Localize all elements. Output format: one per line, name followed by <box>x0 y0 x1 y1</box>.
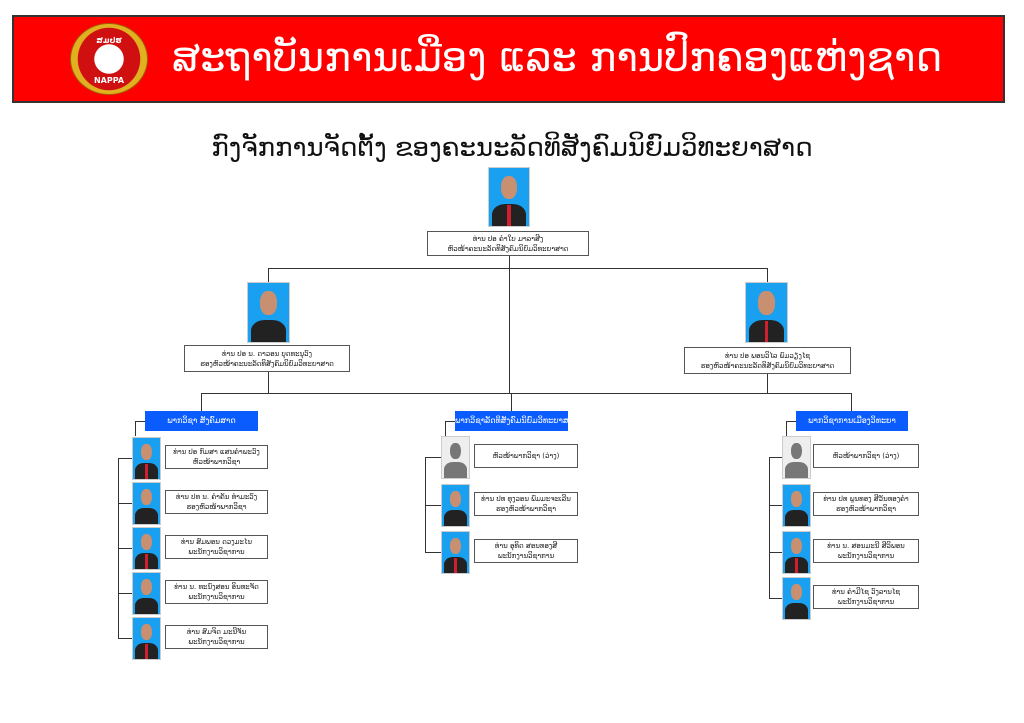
head-photo <box>488 167 530 227</box>
connector <box>135 421 136 436</box>
member-photo <box>782 484 811 527</box>
member-card: ທ່ານ ສົມພອນ ດວງມະໄນພະນັກງານວິຊາການ <box>165 535 268 559</box>
connector <box>201 393 202 411</box>
deputy-photo <box>247 282 290 343</box>
member-photo <box>782 531 811 574</box>
person-role: ຮອງຫົວໜ້າພາກວິຊາ <box>836 505 896 513</box>
connector <box>769 598 782 599</box>
connector <box>268 268 269 282</box>
member-card: ທ່ານ ນ. ສອນມະນີ ສີວິພອນພະນັກງານວິຊາການ <box>813 539 919 563</box>
person-role: ພະນັກງານວິຊາການ <box>188 593 245 601</box>
connector <box>767 268 768 282</box>
person-role: ພະນັກງານວິຊາການ <box>188 548 245 556</box>
person-role: ພະນັກງານວິຊາການ <box>497 552 555 560</box>
placeholder-avatar-icon <box>441 436 470 479</box>
connector <box>511 393 512 411</box>
deputy-photo <box>745 282 788 343</box>
deputy-card: ທ່ານ ປອ ນ. ດາວອນ ບຸດທະນຸວົງ ຮອງຫົວໜ້າຄະນ… <box>184 345 350 372</box>
department-header: ພາກວິຊາລັດທິສັງຄົມນິຍົມວິທະຍາສາດ <box>455 411 568 431</box>
connector <box>118 548 132 549</box>
member-card: ທ່ານ ນ. ທະນົງສອນ ອິນທະຈັດພະນັກງານວິຊາການ <box>165 580 268 604</box>
connector <box>118 458 132 459</box>
connector <box>425 457 426 552</box>
connector <box>769 457 770 598</box>
deputy-card: ທ່ານ ປອ ພອນວິໄລ ພົມວຽງໄຊ ຮອງຫົວໜ້າຄະນະລັ… <box>684 347 851 374</box>
member-card: ຫົວໜ້າພາກວິຊາ (ວ່າງ) <box>474 444 578 468</box>
logo-text-bottom: NAPPA <box>93 76 125 85</box>
person-name: ທ່ານ ສົມຈິດ ມະນີຈັນ <box>186 628 247 636</box>
logo-text-top: ສມປຮ <box>96 36 122 45</box>
member-card: ຫົວໜ້າພາກວິຊາ (ວ່າງ) <box>813 444 919 468</box>
placeholder-avatar-icon <box>782 436 811 479</box>
member-photo <box>782 577 811 620</box>
connector <box>201 393 852 394</box>
connector <box>268 268 768 269</box>
person-name: ທ່ານ ປທ ທຸງວອນ ພົມມະຈະເລີນ <box>481 495 571 503</box>
head-card: ທ່ານ ປອ ຄຳໃບ ມາລາສີງ ຫົວໜ້າຄະນະລັດທິສັງຄ… <box>427 231 589 256</box>
member-photo <box>132 437 161 480</box>
member-photo <box>441 531 470 574</box>
connector <box>425 552 441 553</box>
connector <box>786 421 787 436</box>
person-role: ພະນັກງານວິຊາການ <box>837 552 895 560</box>
person-role: ຮອງຫົວໜ້າຄະນະລັດທິສັງຄົມນິຍົມວິທະຍາສາດ <box>200 359 334 368</box>
header-banner: ສມປຮ NAPPA ສະຖາບັນການເມືອງ ແລະ ການປົກຄອງ… <box>12 15 1005 103</box>
person-role: ຫົວໜ້າຄະນະລັດທິສັງຄົມນິຍົມວິທະຍາສາດ <box>447 244 569 253</box>
person-role: ຮອງຫົວໜ້າຄະນະລັດທິສັງຄົມນິຍົມວິທະຍາສາດ <box>700 361 835 370</box>
nappa-logo: ສມປຮ NAPPA <box>70 23 148 95</box>
person-role: ຮອງຫົວໜ້າພາກວິຊາ <box>496 505 556 513</box>
member-card: ທ່ານ ສົມຈິດ ມະນີຈັນພະນັກງານວິຊາການ <box>165 625 268 649</box>
connector <box>509 256 510 393</box>
connector <box>268 372 269 393</box>
connector <box>769 552 782 553</box>
member-card: ທ່ານ ປອ ກົມສາ ແສນຄຳພະວົງຫົວໜ້າພາກວິຊາ <box>165 445 268 469</box>
person-role: ຫົວໜ້າພາກວິຊາ (ວ່າງ) <box>832 452 900 460</box>
person-role: ຫົວໜ້າພາກວິຊາ <box>192 458 241 466</box>
member-card: ທ່ານ ປທ ນ. ຄຳຄັນ ທຳມະວົງຮອງຫົວໜ້າພາກວິຊາ <box>165 490 268 514</box>
department-header: ພາກວິຊາ ສັງຄົມສາດ <box>145 411 258 431</box>
department-header: ພາກວິຊາການເມືອງວິທະຍາ <box>796 411 908 431</box>
person-name: ທ່ານ ນ. ສອນມະນີ ສີວິພອນ <box>827 542 905 550</box>
connector <box>767 374 768 393</box>
connector <box>118 638 132 639</box>
member-card: ທ່ານ ປທ ພູນທອງ ສີວັນທອງຄຳຮອງຫົວໜ້າພາກວິຊ… <box>813 492 919 516</box>
person-name: ທ່ານ ອຸທິດ ສອນທອງສີ <box>494 542 558 550</box>
person-role: ພະນັກງານວິຊາການ <box>188 638 245 646</box>
person-name: ທ່ານ ປອ ຄຳໃບ ມາລາສີງ <box>472 234 544 243</box>
person-name: ທ່ານ ຄຳມີໄຊ ວົງລານໄຊ <box>831 588 901 596</box>
member-photo <box>132 527 161 570</box>
institute-title: ສະຖາບັນການເມືອງ ແລະ ການປົກຄອງແຫ່ງຊາດ <box>172 35 943 81</box>
connector <box>445 421 446 436</box>
person-name: ທ່ານ ນ. ທະນົງສອນ ອິນທະຈັດ <box>174 583 259 591</box>
connector <box>769 505 782 506</box>
connector <box>786 421 796 422</box>
connector <box>769 457 782 458</box>
member-photo <box>132 572 161 615</box>
member-card: ທ່ານ ອຸທິດ ສອນທອງສີພະນັກງານວິຊາການ <box>474 539 578 563</box>
member-card: ທ່ານ ຄຳມີໄຊ ວົງລານໄຊພະນັກງານວິຊາການ <box>813 585 919 609</box>
member-photo <box>132 617 161 660</box>
person-name: ທ່ານ ປທ ພູນທອງ ສີວັນທອງຄຳ <box>823 495 909 503</box>
member-photo <box>132 482 161 525</box>
connector <box>425 505 441 506</box>
person-name: ທ່ານ ປອ ກົມສາ ແສນຄຳພະວົງ <box>173 448 260 456</box>
person-role: ຫົວໜ້າພາກວິຊາ (ວ່າງ) <box>492 452 560 460</box>
connector <box>118 503 132 504</box>
person-name: ທ່ານ ປທ ນ. ຄຳຄັນ ທຳມະວົງ <box>175 493 258 501</box>
connector <box>445 421 455 422</box>
chart-title: ກົງຈັກການຈັດຕັ້ງ ຂອງຄະນະລັດທິສັງຄົມນິຍົມ… <box>211 133 813 163</box>
person-name: ທ່ານ ສົມພອນ ດວງມະໄນ <box>181 538 252 546</box>
member-card: ທ່ານ ປທ ທຸງວອນ ພົມມະຈະເລີນຮອງຫົວໜ້າພາກວິ… <box>474 492 578 516</box>
person-role: ພະນັກງານວິຊາການ <box>837 598 895 606</box>
connector <box>425 457 441 458</box>
connector <box>118 593 132 594</box>
person-role: ຮອງຫົວໜ້າພາກວິຊາ <box>186 503 247 511</box>
person-name: ທ່ານ ປອ ພອນວິໄລ ພົມວຽງໄຊ <box>724 351 811 360</box>
connector <box>135 421 145 422</box>
connector <box>851 393 852 411</box>
member-photo <box>441 484 470 527</box>
person-name: ທ່ານ ປອ ນ. ດາວອນ ບຸດທະນຸວົງ <box>222 349 312 358</box>
